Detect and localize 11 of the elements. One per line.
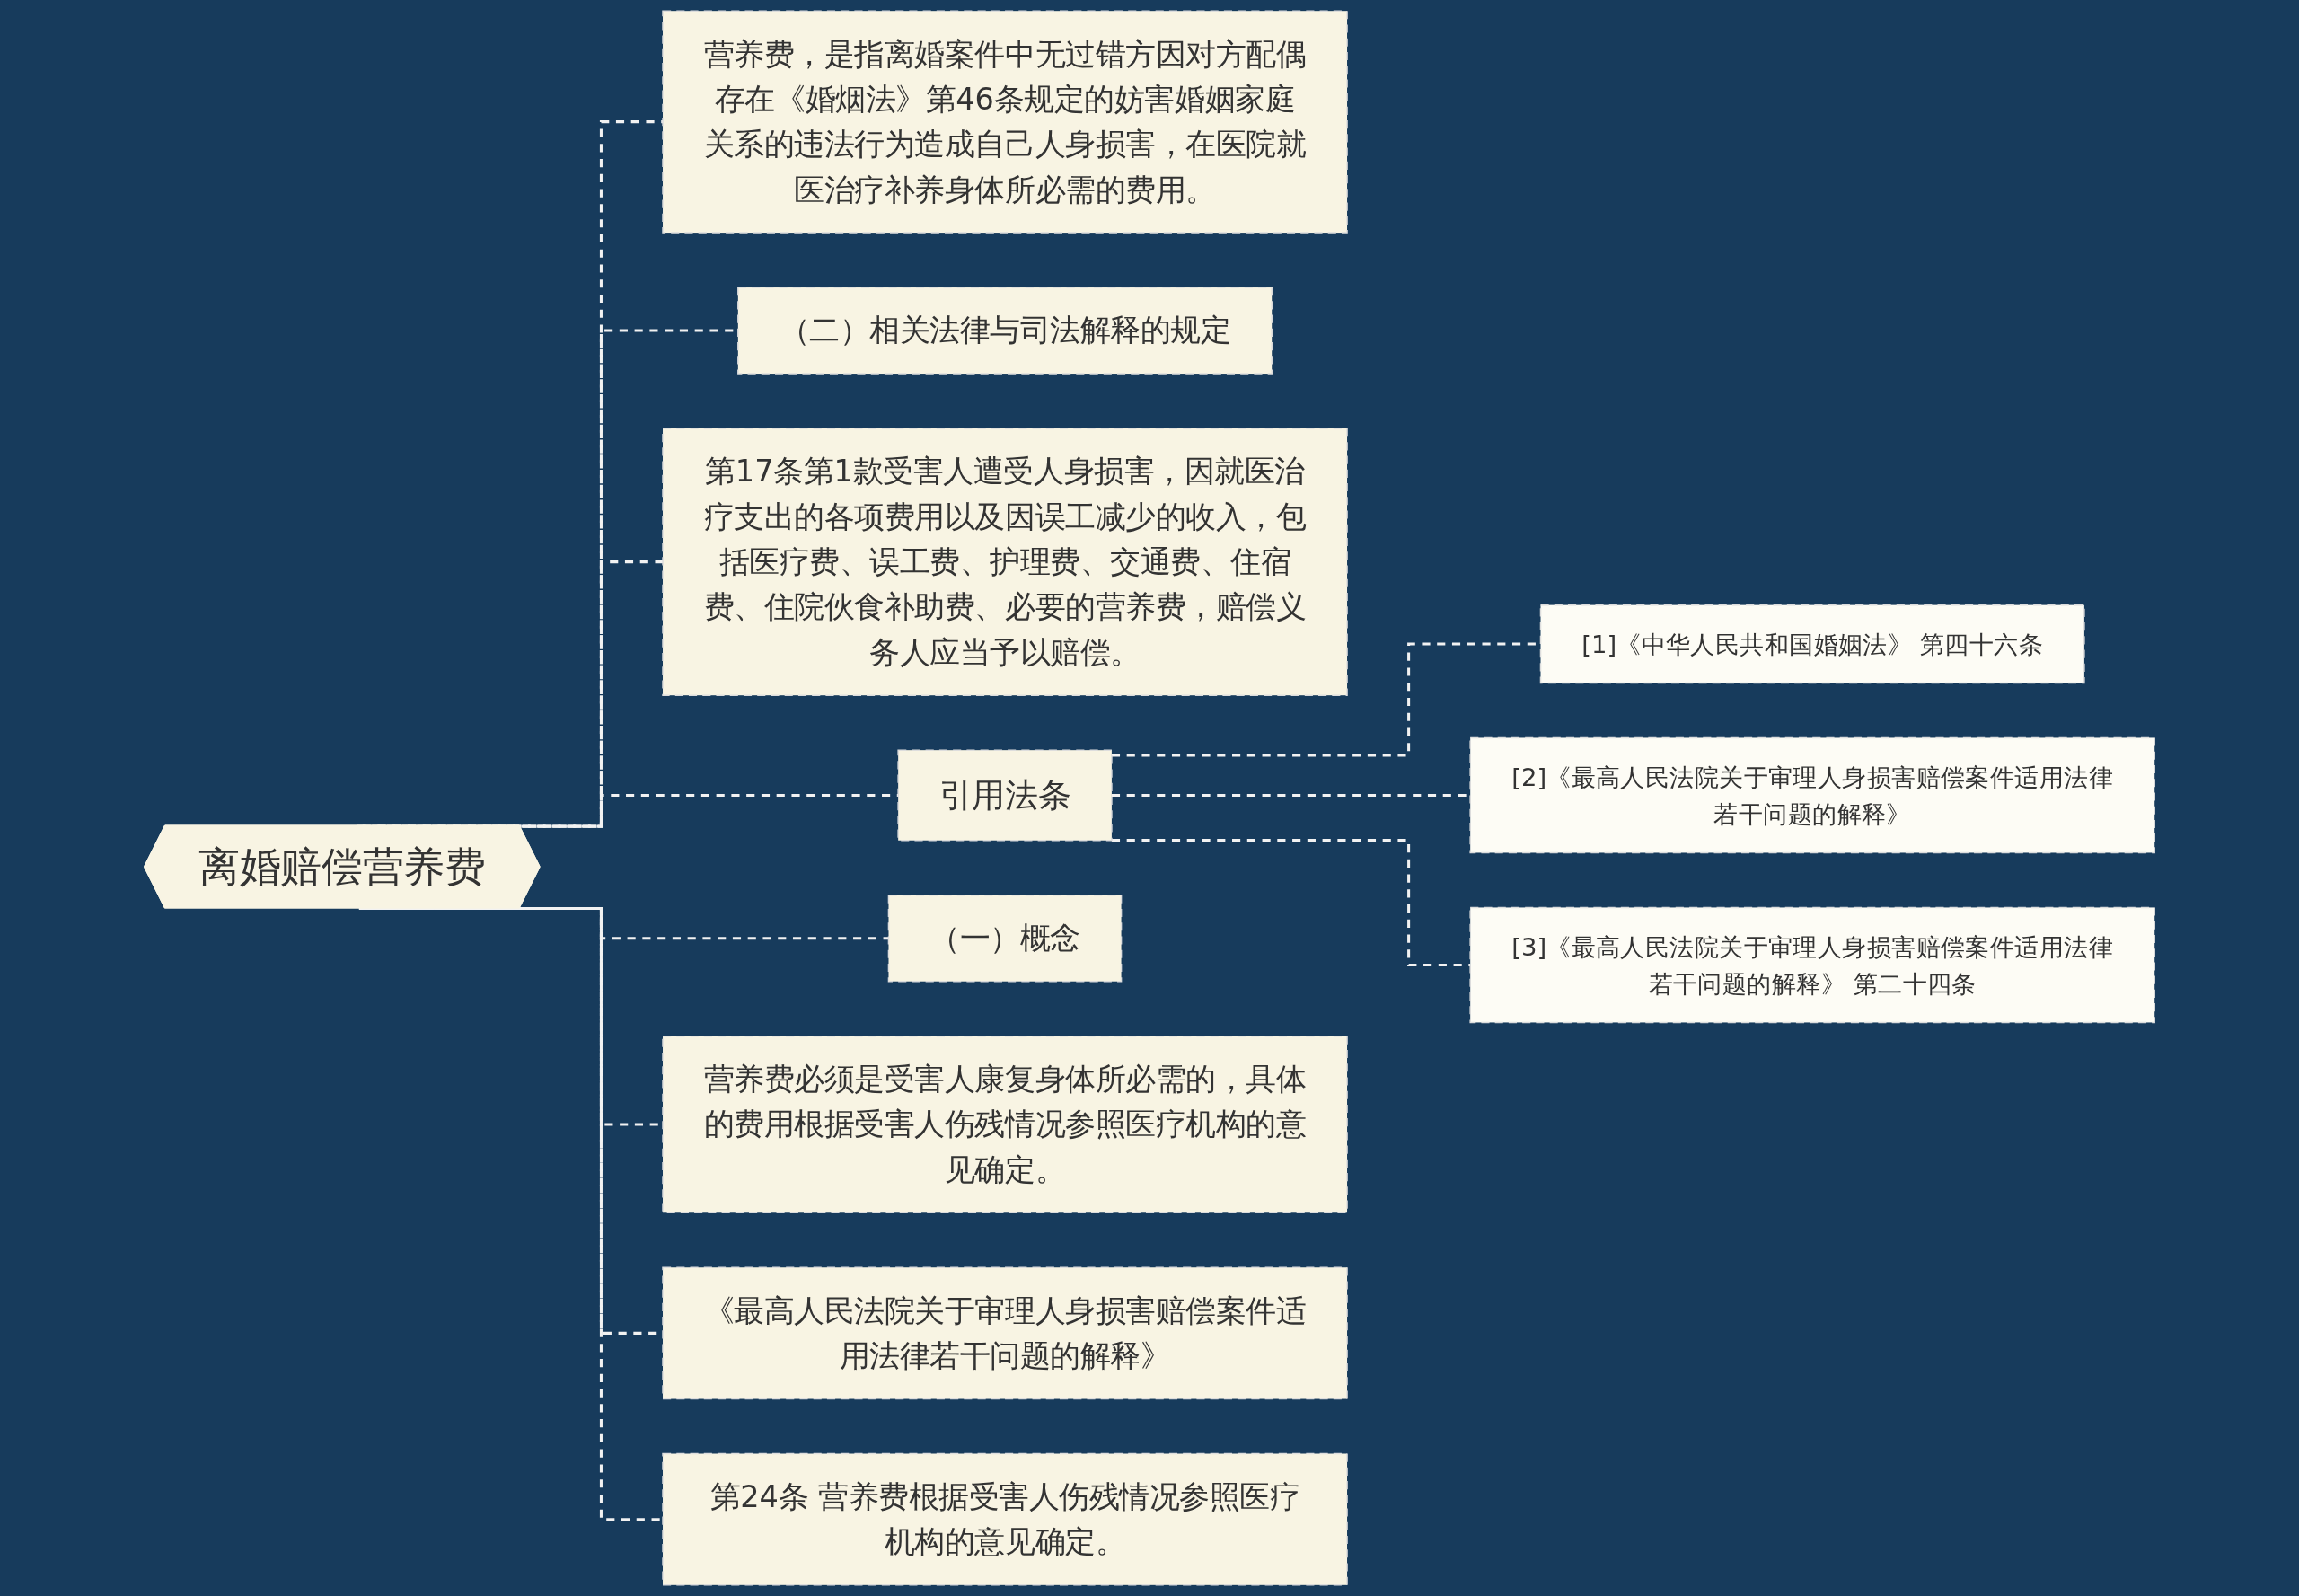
node-box: 第24条 营养费根据受害人伤残情况参照医疗机构的意见确定。 (662, 1452, 1348, 1586)
node-box: 《最高人民法院关于审理人身损害赔偿案件适用法律若干问题的解释》 (662, 1266, 1348, 1400)
node-box: [2]《最高人民法院关于审理人身损害赔偿案件适用法律若干问题的解释》 (1469, 736, 2155, 854)
node-box: [3]《最高人民法院关于审理人身损害赔偿案件适用法律若干问题的解释》 第二十四条 (1469, 906, 2155, 1024)
node-box: 引用法条 (897, 749, 1113, 842)
node-box: 营养费必须是受害人康复身体所必需的，具体的费用根据受害人伤残情况参照医疗机构的意见确定。 (662, 1035, 1348, 1214)
node-box: [1]《中华人民共和国婚姻法》 第四十六条 (1539, 604, 2085, 684)
node-box: （一）概念 (887, 894, 1123, 983)
node-box: （二）相关法律与司法解释的规定 (737, 287, 1273, 375)
node-box: 第17条第1款受害人遭受人身损害，因就医治疗支出的各项费用以及因误工减少的收入，包括医疗费、误工费、护理费、交通费、住宿费、住院伙食补助费、必要的营养费，赔偿义务人应当予以赔偿。 (662, 428, 1348, 696)
node-box: 营养费，是指离婚案件中无过错方因对方配偶存在《婚烟法》第46条规定的妨害婚姻家庭关系的违法行为造成自己人身损害，在医院就医治疗补养身体所必需的费用。 (662, 10, 1348, 234)
